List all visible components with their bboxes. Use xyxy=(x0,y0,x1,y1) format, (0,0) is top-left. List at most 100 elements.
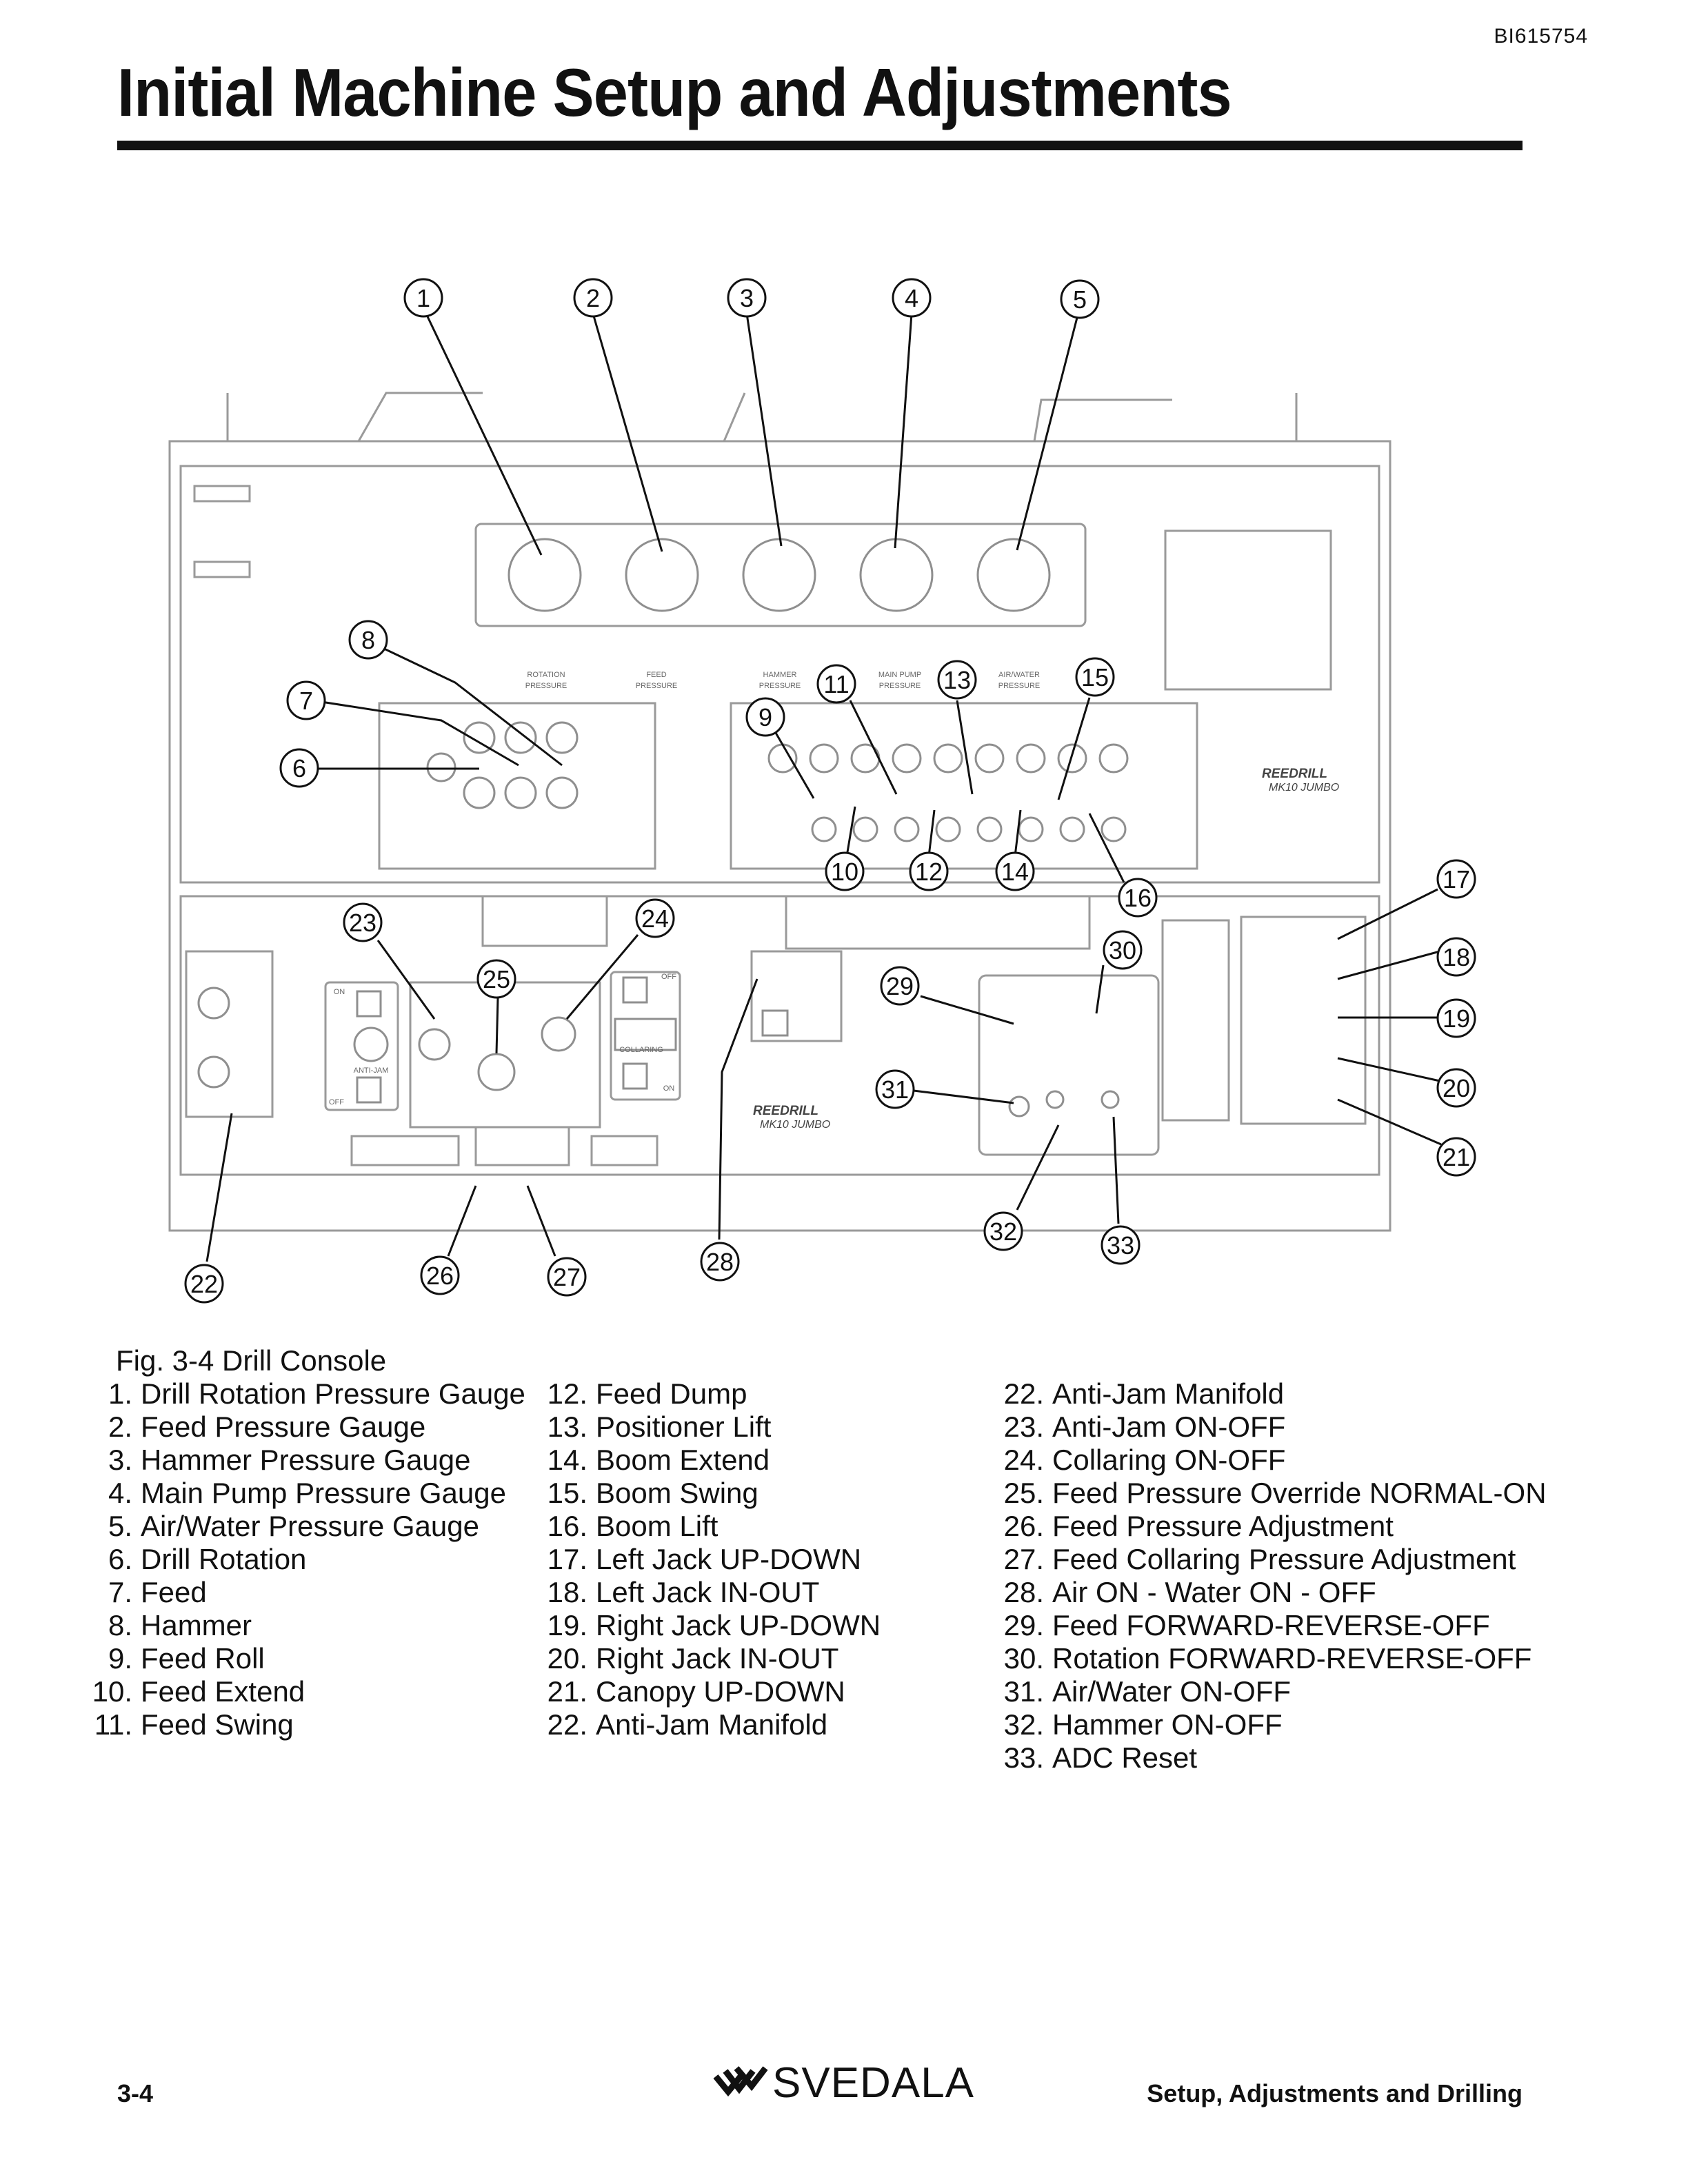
legend-text: Boom Swing xyxy=(596,1477,758,1509)
switch-on-label: ON xyxy=(334,988,345,996)
anti-jam-manifold-knob xyxy=(197,987,230,1020)
valve-knob xyxy=(504,721,537,754)
valve-knob xyxy=(1016,743,1046,774)
legend-text: Anti-Jam Manifold xyxy=(1052,1377,1285,1410)
drill-console-figure: ROTATION PRESSURE FEED PRESSURE HAMMER P… xyxy=(168,278,1476,1304)
leader-line-2 xyxy=(592,313,663,552)
legend-item: 22.Anti-Jam Manifold xyxy=(531,1708,881,1741)
legend-item: 6. Drill Rotation xyxy=(76,1543,525,1576)
warning-label-1 xyxy=(193,485,251,503)
air-water-pressure-gauge xyxy=(976,538,1051,612)
legend-item: 31.Air/Water ON-OFF xyxy=(987,1675,1547,1708)
legend-text: Air/Water ON-OFF xyxy=(1052,1675,1292,1708)
callout-number-28: 28 xyxy=(706,1248,734,1276)
valve-knob xyxy=(1018,816,1044,842)
legend-number: 32. xyxy=(1003,1708,1044,1741)
legend-number: 5. xyxy=(108,1510,132,1542)
console-lower-panel xyxy=(179,895,1380,1176)
page-number: 3-4 xyxy=(117,2079,154,2107)
valve-knob xyxy=(1098,743,1129,774)
valve-knob xyxy=(1101,816,1127,842)
control-panel xyxy=(978,974,1160,1156)
legend-text: Feed Roll xyxy=(141,1642,265,1675)
anti-jam-manifold-box xyxy=(185,950,274,1118)
callout-number-32: 32 xyxy=(989,1217,1017,1246)
callout-number-12: 12 xyxy=(915,858,943,886)
callout-number-31: 31 xyxy=(881,1075,909,1104)
callout-number-10: 10 xyxy=(831,858,858,886)
legend-text: Positioner Lift xyxy=(596,1410,772,1443)
callout-number-21: 21 xyxy=(1443,1143,1470,1171)
legend-text: Anti-Jam ON-OFF xyxy=(1052,1410,1286,1443)
legend-item: 23.Anti-Jam ON-OFF xyxy=(987,1410,1547,1444)
collaring-knob xyxy=(541,1016,576,1052)
legend-item: 7.Feed xyxy=(76,1576,525,1609)
legend-number: 11. xyxy=(94,1708,132,1741)
callout-number-9: 9 xyxy=(758,703,772,731)
legend-number: 14. xyxy=(547,1444,587,1476)
legend-number: 16. xyxy=(547,1510,587,1542)
legend-item: 28.Air ON - Water ON - OFF xyxy=(987,1576,1547,1609)
legend-text: Canopy UP-DOWN xyxy=(596,1675,845,1708)
callout-circle-25 xyxy=(476,959,516,999)
valve-knob xyxy=(892,743,922,774)
legend-text: Drill Rotation xyxy=(141,1543,307,1575)
feed-pressure-plate xyxy=(409,981,601,1129)
leader-line-16 xyxy=(1088,813,1125,883)
callout-number-3: 3 xyxy=(740,284,754,312)
leader-line-10 xyxy=(845,806,856,857)
legend-number: 3. xyxy=(108,1444,132,1476)
drill-rotation-valve xyxy=(426,752,456,782)
leader-line-30 xyxy=(1095,964,1105,1014)
valve-knob xyxy=(852,816,878,842)
valve-block-left xyxy=(378,702,656,870)
legend-text: Feed Pressure Override NORMAL-ON xyxy=(1052,1477,1547,1509)
callout-number-4: 4 xyxy=(905,284,918,312)
callout-number-18: 18 xyxy=(1443,943,1470,971)
valve-knob xyxy=(767,743,798,774)
instruction-strip xyxy=(785,895,1091,950)
leader-line-22 xyxy=(205,1113,233,1262)
legend-item: 4.Main Pump Pressure Gauge xyxy=(76,1477,525,1510)
collaring-on-label: ON xyxy=(663,1084,675,1093)
legend-item: 3. Hammer Pressure Gauge xyxy=(76,1444,525,1477)
leader-line-17 xyxy=(1337,888,1438,940)
legend-item: 9.Feed Roll xyxy=(76,1642,525,1675)
document-id: BI615754 xyxy=(1494,25,1588,48)
callout-number-17: 17 xyxy=(1443,865,1470,893)
callout-number-27: 27 xyxy=(553,1263,581,1291)
legend-number: 21. xyxy=(547,1675,587,1708)
callout-circle-18 xyxy=(1436,937,1476,977)
gauge-label-3-line1: HAMMER xyxy=(763,671,797,679)
leader-line-15 xyxy=(1057,697,1091,800)
leader-line-24 xyxy=(565,934,639,1020)
valve-knob xyxy=(463,721,496,754)
collaring-switch-plate xyxy=(610,971,681,1101)
leader-line-21 xyxy=(1337,1098,1442,1146)
collaring-label: COLLARING xyxy=(619,1046,663,1054)
callout-number-15: 15 xyxy=(1081,663,1109,691)
legend-number: 25. xyxy=(1003,1477,1044,1509)
valve-knob xyxy=(974,743,1005,774)
legend-item: 14.Boom Extend xyxy=(531,1444,881,1477)
callout-circle-2 xyxy=(573,278,613,318)
bottom-decal-right xyxy=(590,1135,659,1166)
legend-item: 33.ADC Reset xyxy=(987,1741,1547,1775)
callout-circle-27 xyxy=(547,1257,587,1297)
callout-number-8: 8 xyxy=(361,626,375,654)
anti-jam-manifold-knob xyxy=(197,1055,230,1089)
legend-text: Hammer Pressure Gauge xyxy=(141,1444,471,1476)
legend-text: Feed Dump xyxy=(596,1377,747,1410)
legend-number: 6. xyxy=(108,1543,132,1575)
legend-text: Hammer ON-OFF xyxy=(1052,1708,1283,1741)
legend-number: 22. xyxy=(1003,1377,1044,1410)
legend-text: Hammer xyxy=(141,1609,252,1641)
callout-circle-4 xyxy=(892,278,932,318)
legend-number: 29. xyxy=(1003,1609,1044,1641)
leader-line-18 xyxy=(1337,950,1440,980)
leader-line-28 xyxy=(718,978,758,1240)
legend-text: Right Jack IN-OUT xyxy=(596,1642,839,1675)
legend-number: 7. xyxy=(108,1576,132,1608)
callout-circle-5 xyxy=(1060,279,1100,319)
